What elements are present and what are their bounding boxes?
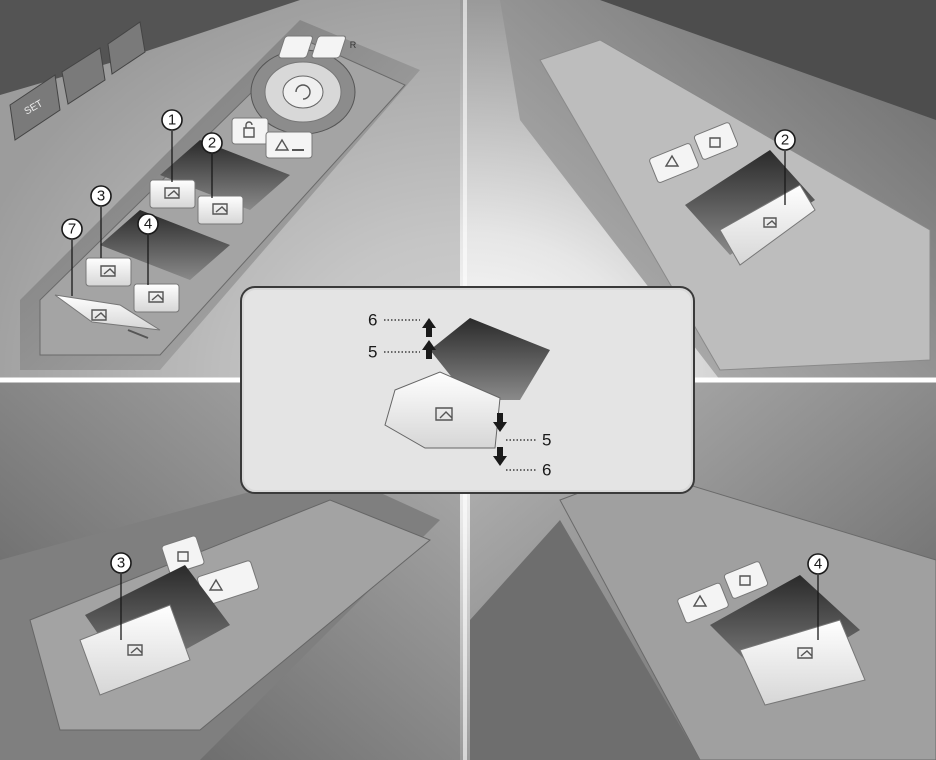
svg-text:7: 7 — [68, 221, 76, 238]
driver-window-switch[interactable] — [150, 180, 195, 208]
switch-operation-detail: 6 5 5 6 — [241, 287, 694, 493]
callout-manual-up: 5 — [368, 343, 377, 362]
mirror-right-label: R — [350, 40, 357, 50]
svg-text:2: 2 — [208, 135, 216, 152]
rear-left-window-switch[interactable] — [86, 258, 131, 286]
svg-text:3: 3 — [117, 555, 125, 572]
svg-text:1: 1 — [168, 112, 176, 129]
svg-text:4: 4 — [144, 216, 152, 233]
passenger-window-switch[interactable] — [198, 196, 243, 224]
svg-text:2: 2 — [781, 132, 789, 149]
callout-auto-up: 6 — [368, 311, 377, 330]
callout-auto-down: 6 — [542, 461, 551, 480]
svg-text:4: 4 — [814, 556, 822, 573]
child-lock-button[interactable] — [266, 132, 312, 158]
svg-text:3: 3 — [97, 188, 105, 205]
rear-right-window-switch[interactable] — [134, 284, 179, 312]
callout-manual-down: 5 — [542, 431, 551, 450]
